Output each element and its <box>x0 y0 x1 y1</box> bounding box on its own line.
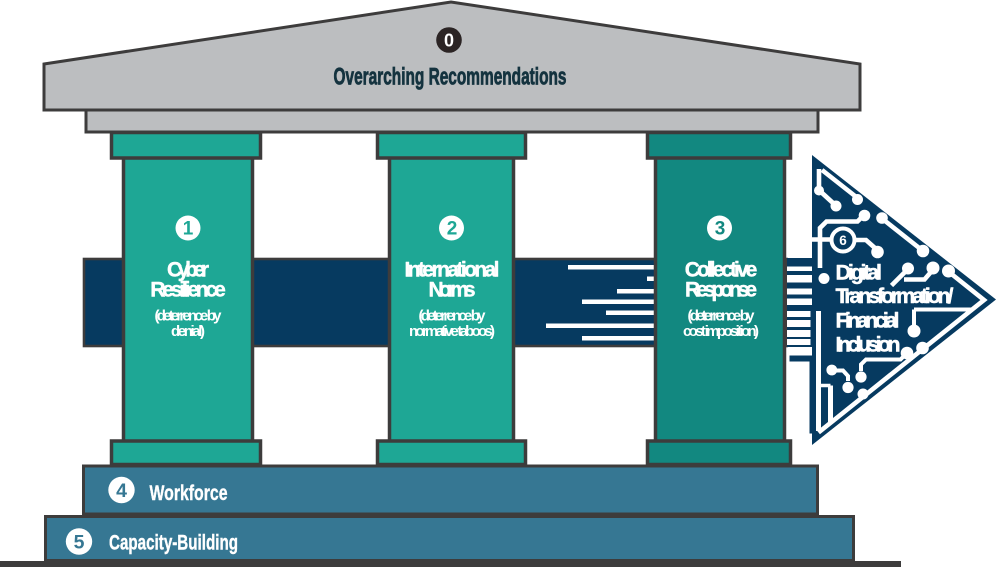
svg-text:cost imposition): cost imposition) <box>683 323 759 340</box>
svg-text:normative taboos): normative taboos) <box>409 323 495 340</box>
svg-text:denial): denial) <box>171 323 205 340</box>
svg-text:Inclusion: Inclusion <box>836 333 901 357</box>
svg-text:Digital: Digital <box>836 261 883 285</box>
svg-text:Workforce: Workforce <box>150 481 228 505</box>
svg-text:Capacity-Building: Capacity-Building <box>109 531 238 555</box>
svg-text:Collective: Collective <box>685 259 758 282</box>
svg-text:6: 6 <box>839 233 847 248</box>
svg-text:Transformation/: Transformation/ <box>836 284 954 308</box>
svg-text:3: 3 <box>715 219 726 240</box>
svg-text:Norms: Norms <box>429 279 476 302</box>
svg-text:0: 0 <box>444 30 454 50</box>
svg-text:Resilience: Resilience <box>150 279 226 302</box>
svg-text:Financial: Financial <box>836 309 900 333</box>
svg-text:5: 5 <box>74 532 85 554</box>
svg-text:Cyber: Cyber <box>167 259 209 282</box>
svg-text:International: International <box>405 259 500 282</box>
svg-text:2: 2 <box>447 219 458 240</box>
svg-text:(deterrence by: (deterrence by <box>155 308 223 325</box>
svg-text:(deterrence by: (deterrence by <box>688 308 756 325</box>
svg-text:4: 4 <box>116 480 127 502</box>
svg-text:Overarching Recommendations: Overarching Recommendations <box>334 64 567 91</box>
svg-text:1: 1 <box>183 219 194 240</box>
svg-text:(deterrence by: (deterrence by <box>419 308 487 325</box>
svg-text:Response: Response <box>685 279 757 302</box>
